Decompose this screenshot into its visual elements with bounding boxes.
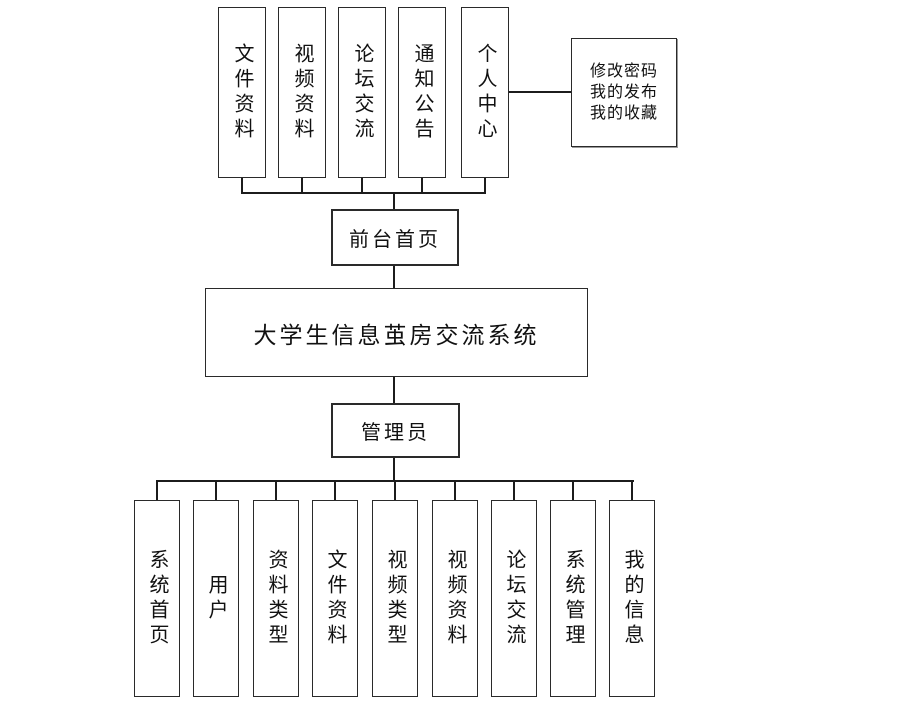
node-user: 用户 [193,500,239,697]
connector-line [393,377,395,404]
connector-line [508,91,572,93]
node-system-home: 系统首页 [134,500,180,697]
connector-line [393,458,395,482]
node-forum-exchange-admin: 论坛交流 [491,500,537,697]
node-file-materials-admin: 文件资料 [312,500,358,697]
menu-item-my-favorites: 我的收藏 [589,105,658,122]
node-front-home: 前台首页 [331,209,459,266]
node-label: 前台首页 [349,229,441,251]
node-label: 系统管理 [562,548,584,649]
node-label: 文件资料 [231,42,253,143]
node-label: 管理员 [361,422,430,444]
connector-line [572,480,574,500]
system-title-label: 大学生信息茧房交流系统 [253,322,540,348]
node-label: 视频类型 [384,548,406,649]
connector-line [394,480,396,500]
node-video-materials-admin: 视频资料 [432,500,478,697]
node-label: 通知公告 [411,42,433,143]
node-material-type: 资料类型 [253,500,299,697]
connector-line [454,480,456,500]
node-label: 视频资料 [291,42,313,143]
connector-line [361,178,363,194]
node-file-materials-front: 文件资料 [218,7,266,178]
node-forum-exchange-front: 论坛交流 [338,7,386,178]
node-personal-center: 个人中心 [461,7,509,178]
menu-item-my-posts: 我的发布 [589,84,658,101]
connector-line [301,178,303,194]
connector-line [334,480,336,500]
node-label: 个人中心 [474,42,496,143]
connector-line [215,480,217,500]
node-video-type: 视频类型 [372,500,418,697]
node-label: 资料类型 [265,548,287,649]
connector-line [513,480,515,500]
node-label: 文件资料 [324,548,346,649]
connector-line [393,266,395,289]
node-label: 论坛交流 [503,548,525,649]
connector-line [275,480,277,500]
connector-line [241,178,243,194]
connector-line [421,178,423,194]
node-label: 视频资料 [444,548,466,649]
node-label: 用户 [205,573,227,624]
node-admin: 管理员 [331,403,460,458]
connector-line [156,480,158,500]
connector-line [241,192,486,194]
node-label: 系统首页 [146,548,168,649]
menu-item-change-password: 修改密码 [589,63,658,80]
node-label: 论坛交流 [351,42,373,143]
node-my-info: 我的信息 [609,500,655,697]
node-label: 我的信息 [621,548,643,649]
connector-line [484,178,486,194]
node-personal-center-menu: 修改密码 我的发布 我的收藏 [571,38,677,147]
node-system-management: 系统管理 [550,500,596,697]
node-notice-announcement: 通知公告 [398,7,446,178]
connector-line [393,192,395,210]
node-system-title: 大学生信息茧房交流系统 [205,288,588,377]
node-video-materials-front: 视频资料 [278,7,326,178]
connector-line [631,480,633,500]
